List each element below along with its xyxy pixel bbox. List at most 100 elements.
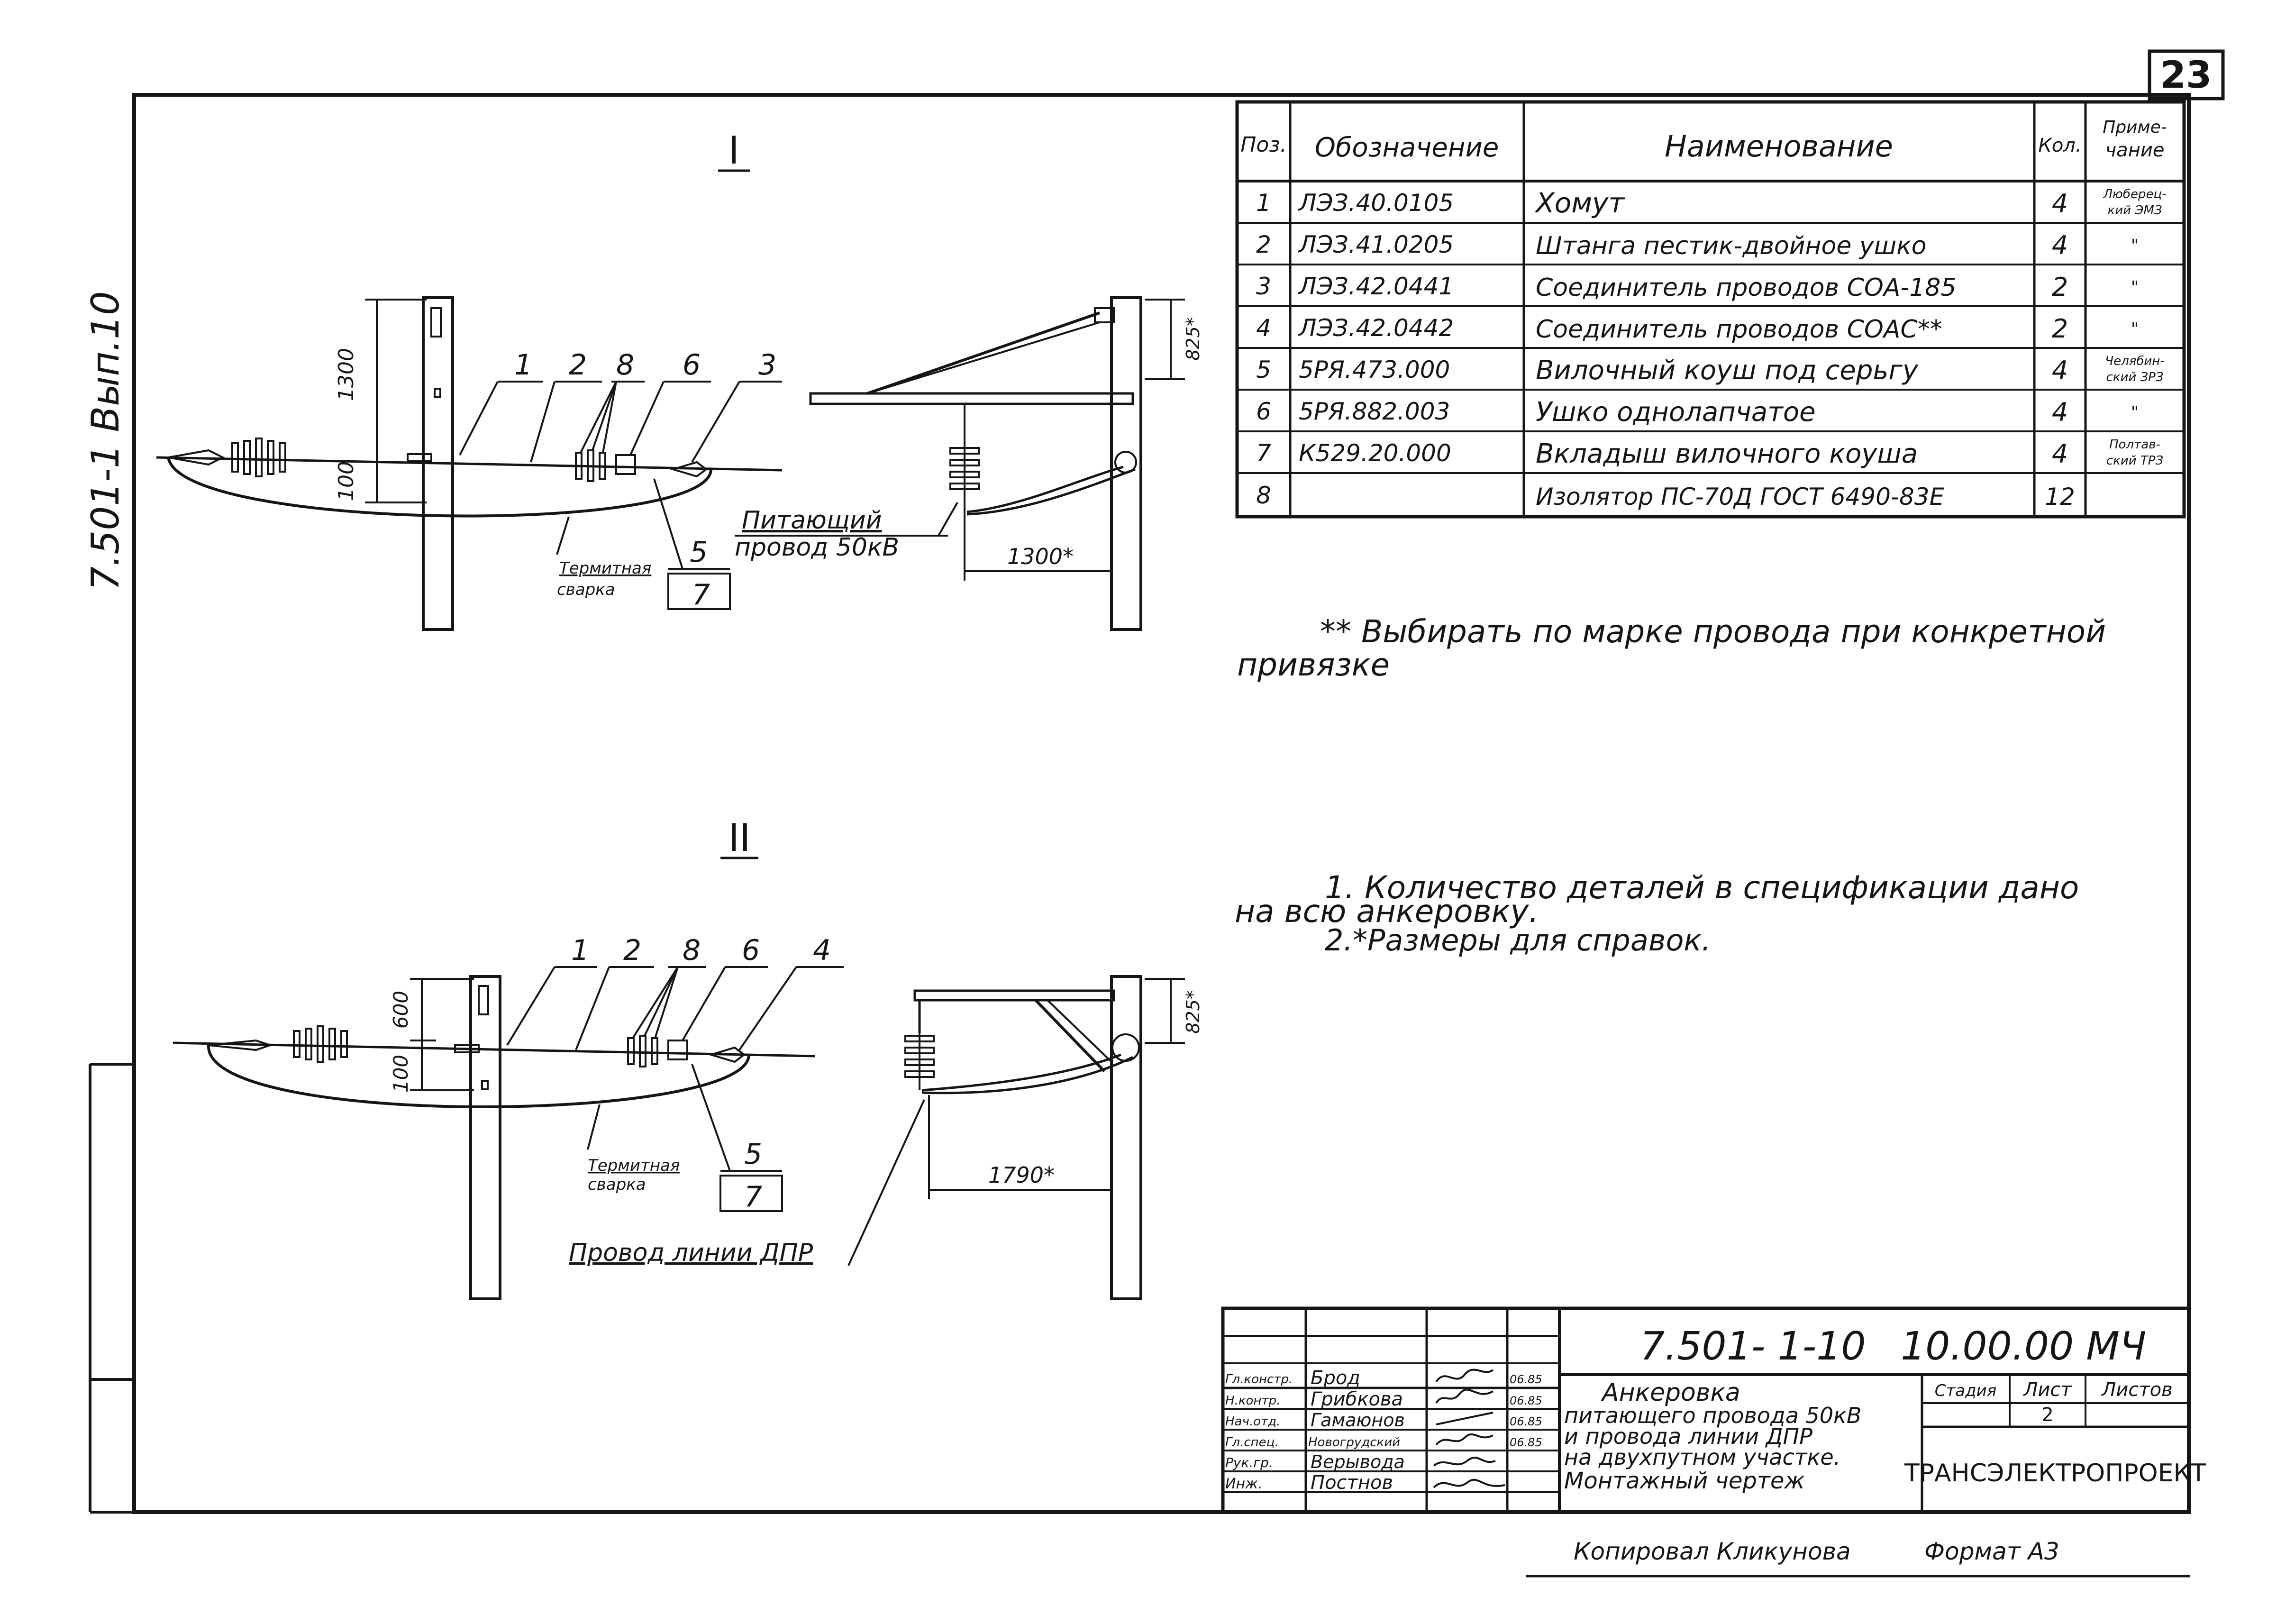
spec-row: 3 ЛЭЗ.42.0441 Соединитель проводов СОА-1… [1256,272,2139,302]
svg-text:Постнов: Постнов [1311,1472,1393,1494]
strut-1 [867,311,1100,395]
spec-row: 7 К529.20.000 Вкладыш вилочного коуша 4 … [1256,438,2163,469]
svg-text:5РЯ.882.003: 5РЯ.882.003 [1299,398,1450,425]
callout-1: 1 [514,348,532,382]
title-block: 7.501- 1-10 10.00.00 МЧ Анкеровка питающ… [1221,1306,2206,1514]
spec-row: 8 Изолятор ПС-70Д ГОСТ 6490-83Е 12 [1256,482,2075,511]
svg-text:Нач.отд.: Нач.отд. [1225,1414,1280,1429]
cross-arm-1 [809,392,1134,405]
view-2: II 600 100 1 [173,816,1203,1300]
svg-text:4: 4 [1256,314,1271,342]
svg-text:Н.контр.: Н.контр. [1225,1394,1280,1408]
svg-text:7: 7 [1256,439,1271,467]
svg-text:Новогрудский: Новогрудский [1308,1435,1400,1450]
side-wire-1a [966,465,1124,513]
jumper-loop-2 [207,1045,750,1109]
feeder-note-1: Питающий [742,506,882,535]
view-1-label: I [728,128,739,173]
svg-text:2: 2 [1256,231,1271,258]
svg-text:4: 4 [2052,189,2068,219]
dim-100-2: 100 [389,1055,412,1093]
svg-text:Полтав-: Полтав- [2109,438,2160,452]
view-2-callouts: 1 2 8 6 4 5 7 [506,934,844,1213]
svg-text:8: 8 [1256,482,1271,509]
svg-text:5РЯ.473.000: 5РЯ.473.000 [1299,356,1450,383]
dim-600: 600 [389,991,412,1029]
sheet-number-box [2148,49,2225,100]
spec-row: 1 ЛЭЗ.40.0105 Хомут 4 Люберец- кий ЭМЗ [1256,187,2166,219]
strut-1b [867,321,1100,394]
svg-text:Изолятор ПС-70Д ГОСТ 6490-83Е: Изолятор ПС-70Д ГОСТ 6490-83Е [1536,483,1945,511]
doc-code: 7.501- 1-10 [1640,1324,1866,1369]
footnote-line-2: привязке [1237,647,1390,683]
spec-row: 6 5РЯ.882.003 Ушко однолапчатое 4 " [1256,397,2139,428]
view-1-callouts: 1 2 8 6 3 5 7 [459,348,782,611]
pole-2-side [1110,975,1142,1300]
spec-header-designation: Обозначение [1315,132,1499,163]
spec-row: 5 5РЯ.473.000 Вилочный коуш под серьгу 4… [1256,354,2165,386]
right-fitting-1 [670,461,708,478]
spec-header-note-1: Приме- [2103,118,2167,137]
callout-2-5: 5 [744,1138,762,1171]
weld-note-2b: сварка [588,1175,646,1194]
doc-number: 10.00.00 МЧ [1901,1324,2146,1369]
svg-text:ский ТРЗ: ский ТРЗ [2106,454,2163,468]
spec-header-pos: Поз. [1240,133,1286,157]
callout-2: 2 [569,348,587,382]
svg-text:06.85: 06.85 [1510,1394,1542,1407]
pole-1-hole [434,388,441,398]
footnote-line-1: ** Выбирать по марке провода при конкрет… [1320,613,2106,650]
strut-2 [1034,999,1106,1073]
dim-825-2: 825* [1183,990,1203,1034]
spec-header-note-2: чание [2105,139,2165,161]
svg-text:К529.20.000: К529.20.000 [1299,439,1451,467]
notes-line-3: 2.*Размеры для справок. [1325,923,1711,958]
weld-note-1a: Термитная [559,559,651,578]
margin-code: 7.501-1 Вып.10 [83,291,128,591]
callout-8: 8 [616,348,634,382]
spec-header-name: Наименование [1665,129,1893,164]
title-line-2: питающего провода 50кВ [1564,1403,1861,1428]
title-line-5: Монтажный чертеж [1564,1468,1805,1494]
svg-text:06.85: 06.85 [1510,1415,1542,1428]
notes-line-2: на всю анкеровку. [1235,893,1539,930]
svg-text:Вкладыш вилочного коуша: Вкладыш вилочного коуша [1536,438,1918,469]
svg-text:Верывода: Верывода [1311,1451,1405,1472]
svg-text:12: 12 [2045,483,2075,511]
svg-text:ЛЭЗ.42.0442: ЛЭЗ.42.0442 [1298,314,1454,342]
svg-text:ЛЭЗ.40.0105: ЛЭЗ.40.0105 [1298,189,1454,217]
left-fitting-1 [168,449,225,466]
svg-text:3: 3 [1256,273,1271,300]
svg-text:Соединитель проводов СОА-185: Соединитель проводов СОА-185 [1536,274,1956,302]
sheets-label: Листов [2101,1379,2172,1401]
right-insulators-1 [575,449,636,482]
callout-2-6: 6 [742,934,760,967]
svg-text:2: 2 [2052,272,2068,302]
callout-5: 5 [690,536,708,569]
weld-note-2a: Термитная [588,1156,680,1175]
stage-label: Стадия [1935,1381,1996,1400]
callout-2-1: 1 [571,934,589,967]
org-name: ТРАНСЭЛЕКТРОПРОЕКТ [1904,1459,2206,1487]
svg-text:ЛЭЗ.41.0205: ЛЭЗ.41.0205 [1298,231,1454,258]
dpr-wire-note: Провод линии ДПР [569,1239,813,1267]
svg-text:Рук.гр.: Рук.гр. [1225,1455,1273,1470]
side-insulators-1 [949,443,980,512]
callout-2-2: 2 [623,934,641,967]
svg-text:Соединитель проводов СОАС**: Соединитель проводов СОАС** [1536,315,1942,344]
dim-825-1: 825* [1183,317,1203,361]
left-insulators-2 [293,1025,348,1063]
sheet-number: 23 [2160,54,2212,97]
svg-text:Ушко однолапчатое: Ушко однолапчатое [1536,397,1816,428]
left-insulators-1 [231,438,286,477]
svg-text:4: 4 [2052,356,2068,385]
svg-text:": " [2131,278,2139,297]
svg-text:Инж.: Инж. [1225,1476,1263,1492]
title-line-1: Анкеровка [1601,1378,1740,1407]
callout-3: 3 [758,348,776,382]
spec-row: 4 ЛЭЗ.42.0442 Соединитель проводов СОАС*… [1256,314,2139,344]
title-line-3: и провода линии ДПР [1564,1423,1812,1449]
sheet-value: 2 [2041,1404,2053,1426]
svg-text:Гл.констр.: Гл.констр. [1225,1372,1293,1387]
